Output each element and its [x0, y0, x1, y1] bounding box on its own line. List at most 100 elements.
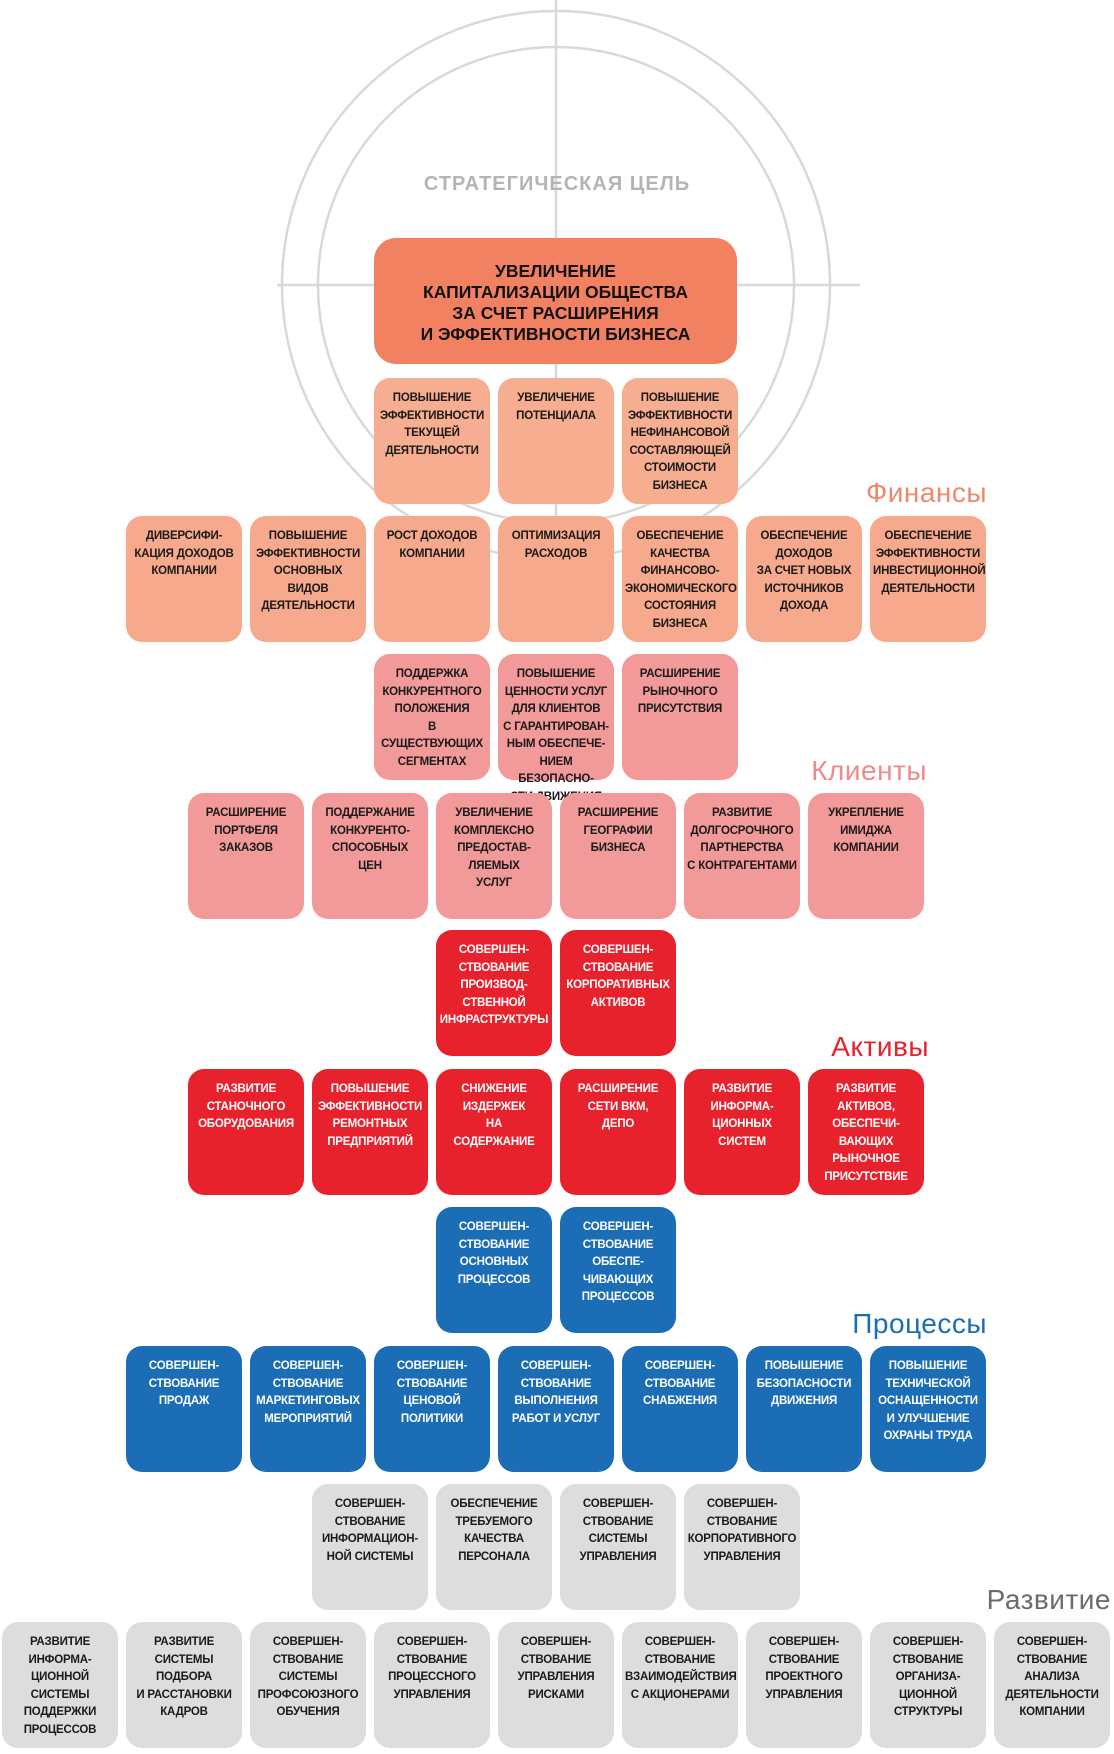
box-text-line: ДЕЯТЕЛЬНОСТИ — [881, 582, 975, 595]
box-text-line: УКРЕПЛЕНИЕ — [828, 807, 904, 819]
box-text-line: ОБЕСПЕЧЕНИЕ — [884, 530, 972, 542]
box-text-line: СТВОВАНИЕ — [334, 1515, 406, 1528]
box-text-line: ТЕКУЩЕЙ — [404, 427, 460, 439]
box-text-line: КОМПАНИИ — [399, 547, 465, 560]
box-text-line: ДИВЕРСИФИ- — [145, 530, 223, 542]
box-text-line: НЕФИНАНСОВОЙ — [630, 427, 730, 439]
strategic-goal-line: ЗА СЧЕТ РАСШИРЕНИЯ — [452, 303, 659, 323]
box-text-line: УПРАВЛЕНИЯ — [393, 1688, 471, 1701]
box-text-line: РЫНОЧНОГО — [642, 685, 718, 698]
box-text-line: РАСШИРЕНИЕ — [205, 807, 287, 819]
box-text-line: ОБУЧЕНИЯ — [276, 1706, 340, 1718]
box-text-line: ЦЕННОСТИ УСЛУГ — [504, 685, 608, 698]
box-text-line: СОВЕРШЕН- — [272, 1360, 344, 1372]
box-text-line: СОВЕРШЕН- — [458, 1221, 530, 1233]
box-text-line: РАБОТ И УСЛУГ — [511, 1412, 601, 1425]
box-text-line: РАСШИРЕНИЕ — [577, 1083, 659, 1095]
box-text-line: ОСНОВНЫХ — [459, 1256, 529, 1268]
box-text-line: КАЧЕСТВА — [464, 1533, 524, 1545]
box-text-line: ДВИЖЕНИЯ — [770, 1395, 838, 1407]
box-text-line: С ГАРАНТИРОВАН- — [503, 720, 609, 733]
box-text-line: ИМИДЖА — [840, 824, 892, 837]
box-text-line: СТВОВАНИЕ — [582, 1238, 654, 1251]
box-text-line: ПРОИЗВОД- — [460, 979, 528, 991]
box-text-line: ПРИСУТСТВИЕ — [824, 1170, 908, 1183]
box-text-line: ОСНАЩЕННОСТИ — [878, 1395, 978, 1407]
box-text-line: СОВЕРШЕН- — [458, 944, 530, 956]
box-text-line: РАСШИРЕНИЕ — [639, 668, 721, 680]
box-text-line: СОВЕРШЕН- — [148, 1360, 220, 1372]
box-text-line: ПАРТНЕРСТВА — [700, 842, 784, 854]
box-text-line: КАДРОВ — [160, 1706, 208, 1718]
box-text-line: КОРПОРАТИВНЫХ — [566, 979, 670, 991]
box-text-line: ПОДБОРА — [155, 1671, 213, 1683]
box-text-line: ЭФФЕКТИВНОСТИ — [875, 547, 981, 560]
box-text-line: СОВЕРШЕН- — [582, 1498, 654, 1510]
section-title-development: Развитие — [986, 1584, 1111, 1615]
box-text-line: КОМПЛЕКСНО — [454, 824, 534, 837]
box-text-line: ЭФФЕКТИВНОСТИ — [627, 409, 733, 422]
box-text-line: ИНВЕСТИЦИОННОЙ — [873, 565, 986, 577]
box-text-line: РЕМОНТНЫХ — [332, 1118, 408, 1130]
box-text-line: СОСТАВЛЯЮЩЕЙ — [629, 444, 731, 457]
box-text-line: ЦИОННЫХ — [712, 1118, 772, 1130]
box-text-line: УВЕЛИЧЕНИЕ — [517, 392, 595, 404]
box-text-line: ОПТИМИЗАЦИЯ — [511, 530, 601, 542]
box-text-line: ОБЕСПЕЧИ- — [832, 1118, 900, 1130]
clients-lower-box: УКРЕПЛЕНИЕ ИМИДЖА КОМПАНИИ — [808, 793, 924, 919]
box-text-line: ДОХОДА — [779, 600, 829, 612]
box-text-line: И УЛУЧШЕНИЕ — [886, 1412, 970, 1425]
box-text-line: СТВОВАНИЕ — [768, 1653, 840, 1666]
box-text-line: СТВОВАНИЕ — [644, 1653, 716, 1666]
box-text-line: ЭФФЕКТИВНОСТИ — [317, 1100, 423, 1113]
box-text-line: ПРОЦЕССОВ — [23, 1723, 97, 1736]
box-text-line: С АКЦИОНЕРАМИ — [630, 1688, 730, 1701]
box-text-line: СТВОВАНИЕ — [458, 1238, 530, 1251]
box-text-line: ЦЕНОВОЙ — [403, 1395, 461, 1407]
box-text-line: СОВЕРШЕН- — [892, 1636, 964, 1648]
box-text-line: СТВОВАНИЕ — [148, 1377, 220, 1390]
box-text-line: ЧИВАЮЩИХ — [582, 1273, 654, 1286]
box-text-line: ЦЕН — [358, 859, 382, 872]
box-text-line: АНАЛИЗА — [1024, 1671, 1080, 1683]
section-title-assets: Активы — [831, 1031, 929, 1062]
box-text-line: АКТИВОВ, — [837, 1100, 895, 1113]
box-text-line: КОМПАНИИ — [833, 842, 899, 854]
box-text-line: ПОВЫШЕНИЕ — [516, 668, 596, 680]
box-text-line: СОВЕРШЕН- — [520, 1636, 592, 1648]
box-text-line: СТВОВАНИЕ — [520, 1377, 592, 1390]
box-text-line: ПОДДЕРЖАНИЕ — [325, 807, 415, 819]
box-text-line: ВАЮЩИХ — [838, 1135, 894, 1148]
box-text-line: СТВОВАНИЕ — [272, 1653, 344, 1666]
box-text-line: ИНФОРМА- — [28, 1653, 92, 1666]
box-text-line: СТРУКТУРЫ — [893, 1706, 963, 1718]
box-text-line: ПРИСУТСТВИЯ — [637, 703, 723, 715]
box-text-line: ПРЕДОСТАВ- — [457, 842, 531, 854]
box-text-line: СТВОВАНИЕ — [892, 1653, 964, 1666]
box-text-line: ПРОФСОЮЗНОГО — [257, 1688, 359, 1701]
box-text-line: РАСХОДОВ — [524, 547, 588, 560]
box-text-line: ИЗДЕРЖЕК — [462, 1100, 526, 1113]
box-text-line: ПРОДАЖ — [158, 1395, 210, 1407]
box-text-line: ПОДДЕРЖКА — [395, 668, 469, 680]
